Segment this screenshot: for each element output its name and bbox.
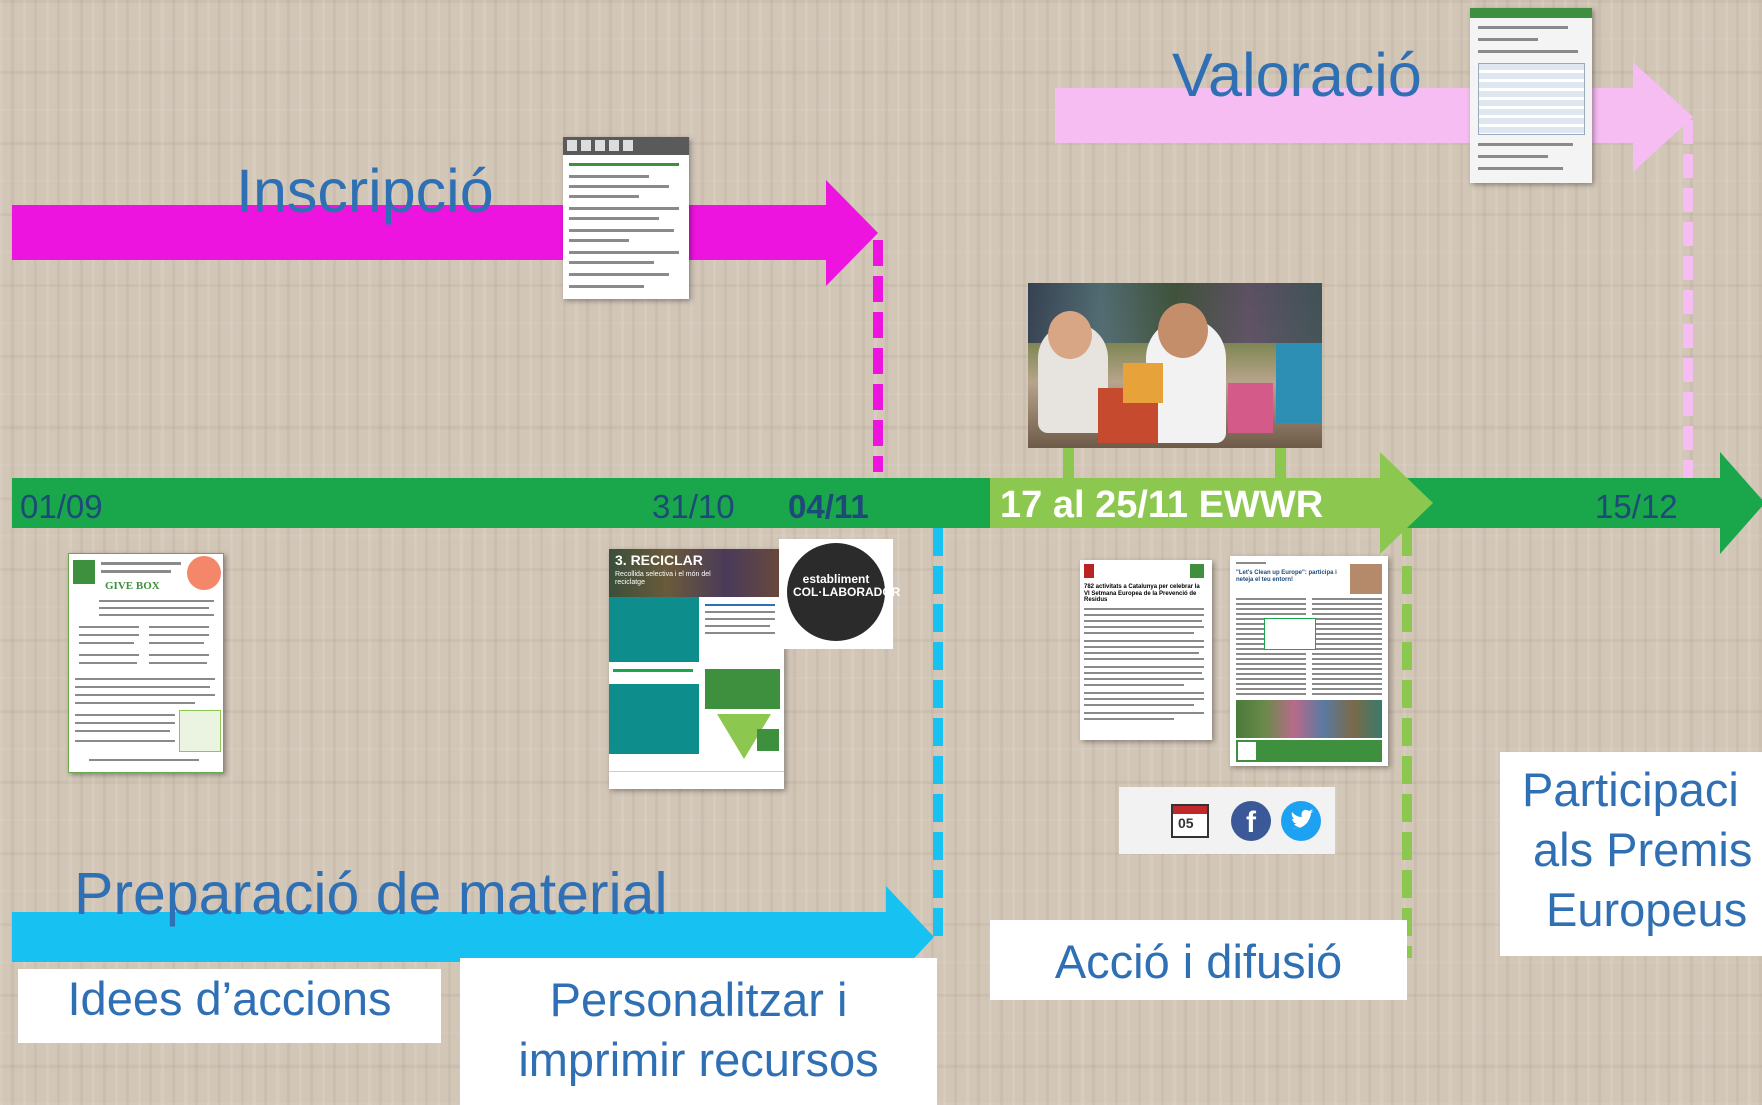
clean-up-title: "Let's Clean up Europe": participa i net… — [1236, 570, 1337, 583]
event-photo — [1028, 283, 1322, 448]
date-04-11: 04/11 — [788, 488, 869, 525]
social-icons-strip: 05 f — [1119, 787, 1335, 854]
inscripcio-arrow-shaft — [12, 205, 832, 260]
facebook-icon: f — [1231, 801, 1271, 841]
clean-up-europe-thumbnail: "Let's Clean up Europe": participa i net… — [1230, 556, 1388, 766]
inscripcio-deadline-dashes — [873, 240, 883, 472]
participacio-line-2: als Premis — [1533, 823, 1753, 877]
reciclar-subtitle: Recollida selectiva i el món del recicla… — [615, 571, 711, 586]
photo-connector-left — [1063, 448, 1074, 478]
preparacio-arrow-shaft — [12, 912, 900, 962]
personalitzar-line-2: imprimir recursos — [518, 1033, 879, 1087]
participacio-line-1: Participaci — [1522, 763, 1739, 816]
twitter-icon — [1281, 801, 1321, 841]
article-title: 782 activitats a Catalunya per celebrar … — [1084, 584, 1200, 604]
timeline-arrow-head — [1720, 452, 1762, 554]
inscripcio-arrow-head — [826, 180, 878, 286]
personalitzar-box: Personalitzar i imprimir recursos — [460, 958, 937, 1105]
participacio-box: Participaci als Premis Europeus — [1500, 752, 1762, 956]
inscripcio-label: Inscripció — [236, 157, 494, 225]
event-period-label: 17 al 25/11 EWWR — [1000, 484, 1324, 526]
give-box-poster: GIVE BOX — [68, 553, 224, 773]
timeline-bar — [12, 478, 1722, 528]
press-article-thumbnail: 782 activitats a Catalunya per celebrar … — [1080, 560, 1212, 740]
calendar-day: 05 — [1178, 815, 1194, 831]
idees-text: Idees d’accions — [67, 972, 392, 1025]
accio-box: Acció i difusió — [990, 920, 1407, 1000]
event-period-bar — [990, 478, 1380, 528]
valoracio-deadline-dashes — [1683, 120, 1693, 478]
give-box-title: GIVE BOX — [105, 580, 160, 592]
preparacio-label: Preparació de material — [74, 861, 668, 927]
date-31-10: 31/10 — [652, 488, 735, 525]
date-01-09: 01/09 — [20, 488, 103, 525]
valoracio-form-thumbnail — [1470, 8, 1592, 183]
personalitzar-line-1: Personalitzar i — [549, 973, 848, 1026]
establiment-collaborador-badge: establiment COL·LABORADOR — [779, 539, 901, 649]
participacio-line-3: Europeus — [1546, 883, 1748, 937]
accio-text: Acció i difusió — [1054, 935, 1343, 988]
idees-box: Idees d’accions — [18, 969, 441, 1043]
inscripcio-form-thumbnail — [563, 137, 689, 299]
reciclar-poster: 3. RECICLAR Recollida selectiva i el món… — [609, 549, 784, 789]
preparacio-deadline-dashes — [933, 528, 943, 936]
calendar-icon: 05 — [1171, 804, 1209, 838]
date-15-12: 15/12 — [1595, 488, 1678, 525]
valoracio-label: Valoració — [1172, 41, 1422, 109]
photo-connector-right — [1275, 448, 1286, 478]
event-end-dashes — [1402, 528, 1412, 958]
establiment-text: establiment COL·LABORADOR — [793, 572, 901, 600]
reciclar-title: 3. RECICLAR — [615, 552, 703, 568]
